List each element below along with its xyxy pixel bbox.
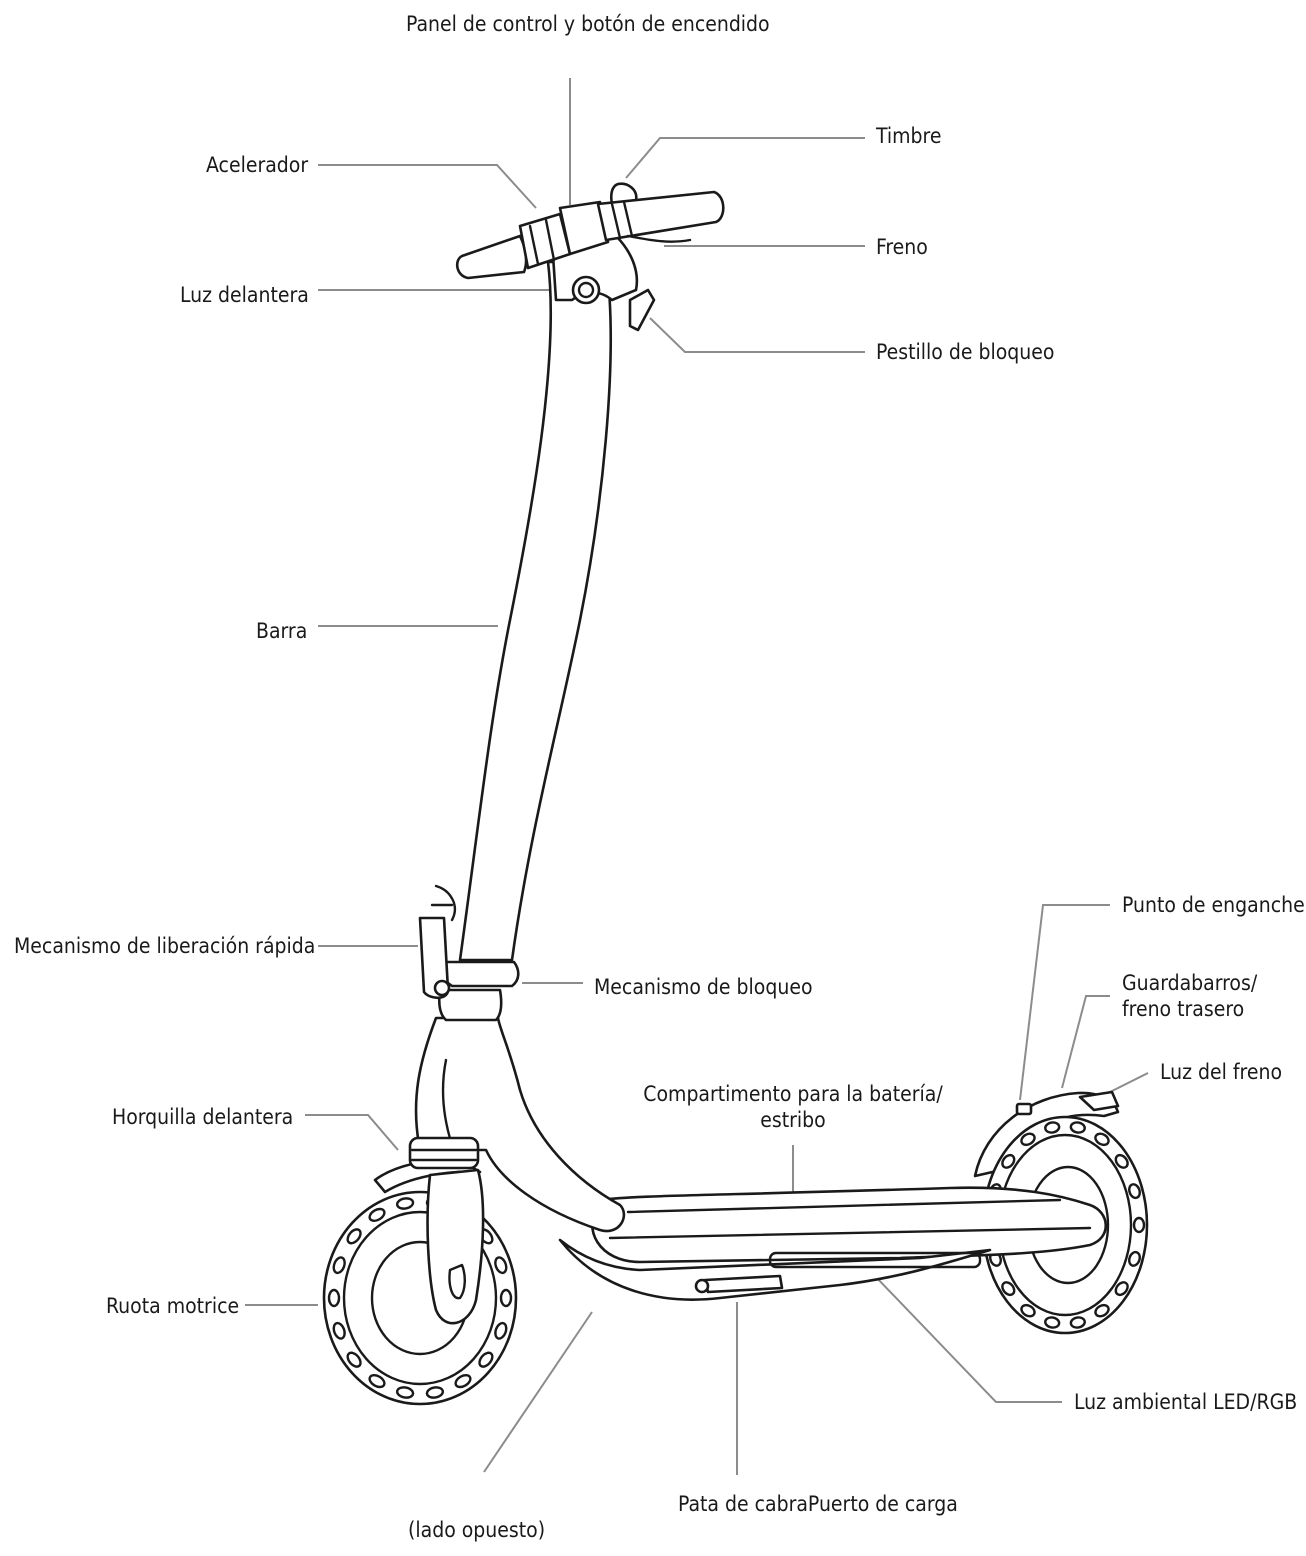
control-panel [558,200,610,256]
label-punto-enganche: Punto de enganche [1122,893,1305,917]
lock-collar-lower [437,988,503,1022]
lock-collar [440,960,520,988]
tire-hole [1132,1216,1146,1234]
kickstand-pivot [694,1278,710,1294]
deck-side [608,1226,1092,1240]
brake-light [1078,1090,1120,1112]
fork-spring [408,1136,480,1170]
tire-hole [395,1386,415,1399]
tire-hole [1044,1316,1061,1329]
label-luz-delantera: Luz delantera [180,283,309,307]
tire-hole [1094,1132,1110,1147]
label-luz-freno: Luz del freno [1160,1060,1283,1084]
tire-hole [1020,1303,1036,1318]
tire-hole [1128,1250,1141,1267]
leader-luz-freno [1107,1072,1149,1094]
label-timbre: Timbre [876,124,942,148]
label-horquilla: Horquilla delantera [112,1105,294,1129]
leader-timbre [625,137,865,179]
front-wheel [322,1190,518,1406]
label-mecanismo-bloqueo: Mecanismo de bloqueo [594,975,813,999]
leader-acelerador [318,164,537,209]
left-grip [455,234,528,280]
tire-hole [332,1256,346,1275]
tire-hole [1001,1153,1016,1169]
label-mecanismo-liberacion: Mecanismo de liberación rápida [14,934,316,958]
stem-bar [458,260,612,962]
label-guardabarros-2: freno trasero [1122,997,1245,1021]
tire-hole [368,1374,386,1389]
tire-hole [346,1228,362,1245]
front-light [571,275,601,305]
brake-lever [626,234,692,243]
leader-guardabarros [1061,995,1110,1089]
leader-pestillo [649,317,865,353]
tire-hole [1069,1316,1086,1329]
tire-hole [1114,1153,1129,1169]
tire-hole [1001,1281,1016,1297]
led-ambient-strip [768,1251,982,1269]
lock-latch [628,288,656,332]
deck-top-line [626,1198,1062,1214]
tire-hole [395,1197,415,1210]
leader-luz-ambiental [849,1249,1062,1403]
label-luz-ambiental: Luz ambiental LED/RGB [1074,1390,1298,1414]
tire-hole [332,1321,346,1340]
tire-hole [1094,1303,1110,1318]
quick-release-bolt [433,979,451,997]
label-lado-opuesto: (lado opuesto) [408,1518,546,1542]
tire-hole [494,1321,508,1340]
tire-hole [478,1351,494,1368]
label-ruota-motrice: Ruota motrice [106,1294,240,1318]
tire-hole [1128,1183,1141,1200]
label-panel-control: Panel de control y botón de encendido [406,12,770,36]
tire-hole [346,1351,362,1368]
tire-hole [454,1374,472,1389]
kickstand [703,1274,784,1294]
hitch-point-mark [1015,1102,1033,1116]
tire-hole [494,1256,508,1275]
label-freno: Freno [876,235,928,259]
fork-leg [426,1168,485,1325]
tire-hole [1020,1132,1036,1147]
label-compartimento-1: Compartimento para la batería/ [643,1082,943,1106]
tire-hole [1069,1121,1086,1134]
label-pestillo-bloqueo: Pestillo de bloqueo [876,340,1055,364]
label-pata-puerto: Pata de cabraPuerto de carga [678,1492,958,1516]
leader-horquilla [305,1114,399,1151]
leader-punto-enganche [1019,904,1110,1101]
battery-underside [558,1238,992,1301]
tire-hole [327,1288,341,1308]
tire-hole [425,1386,445,1399]
front-neck [414,1016,626,1233]
fork-slot [448,1263,466,1300]
tire-hole [499,1288,513,1308]
label-acelerador: Acelerador [206,153,309,177]
deck [590,1186,1107,1264]
leader-lado-opuesto [483,1311,593,1473]
tire-hole [368,1207,386,1222]
label-barra: Barra [256,619,308,643]
label-compartimento-2: estribo [760,1108,826,1132]
label-guardabarros-1: Guardabarros/ [1122,971,1258,995]
tire-hole [1044,1121,1061,1134]
leader-lines [245,78,1149,1475]
tire-hole [1114,1281,1129,1297]
